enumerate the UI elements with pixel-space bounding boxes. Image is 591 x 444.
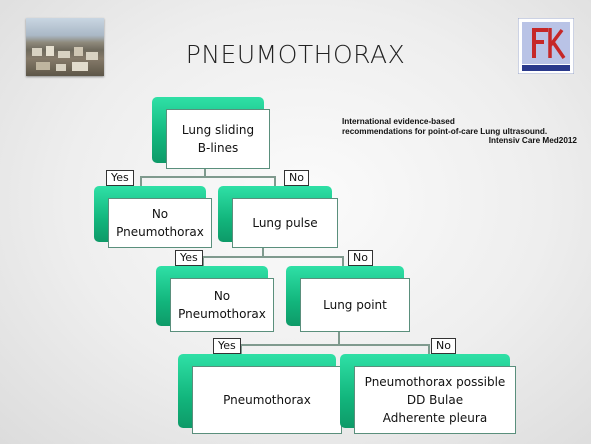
node-pneumothorax-possible-line-2: DD Bulae <box>406 393 464 407</box>
label-yes-3: Yes <box>213 338 241 354</box>
connector-level3-right <box>428 344 430 354</box>
node-pneumothorax-possible: Pneumothorax possible DD Bulae Adherente… <box>340 354 516 434</box>
label-no-2: No <box>348 250 373 266</box>
node-pneumothorax-line-1: Pneumothorax <box>223 393 311 407</box>
node-lung-sliding-line-2: B-lines <box>197 141 239 155</box>
label-no-1: No <box>284 170 309 186</box>
node-no-pneumothorax-1-line-2: Pneumothorax <box>116 225 204 239</box>
label-yes-1: Yes <box>106 170 134 186</box>
citation: International evidence-based recommendat… <box>342 117 587 146</box>
node-pneumothorax-possible-line-3: Adherente pleura <box>382 411 488 425</box>
node-lung-sliding: Lung sliding B-lines <box>152 97 270 169</box>
connector-level1-bar <box>140 176 276 178</box>
connector-level1-right <box>274 176 276 186</box>
connector-level3-bar <box>240 344 430 346</box>
node-lung-pulse-line-1: Lung pulse <box>252 216 318 230</box>
node-no-pneumothorax-2-line-2: Pneumothorax <box>178 307 266 321</box>
connector-level2-bar <box>202 256 344 258</box>
connector-level1-left <box>140 176 142 186</box>
node-no-pneumothorax-1-line-1: No <box>151 207 169 221</box>
connector-level3-left <box>240 344 242 354</box>
label-yes-2: Yes <box>175 250 203 266</box>
node-lung-point-line-1: Lung point <box>323 298 387 312</box>
citation-line-1: International evidence-based <box>342 117 455 126</box>
landscape-photo <box>26 18 104 76</box>
connector-level2-right <box>342 256 344 266</box>
citation-line-3: Intensiv Care Med2012 <box>488 136 577 145</box>
slide-title: PNEUMOTHORAX <box>185 40 406 69</box>
node-pneumothorax-possible-line-1: Pneumothorax possible <box>364 375 506 389</box>
node-no-pneumothorax-2-line-1: No <box>213 289 231 303</box>
fk-logo-icon <box>518 18 574 74</box>
node-no-pneumothorax-2: No Pneumothorax <box>156 266 274 332</box>
citation-line-2: recommendations for point-of-care Lung u… <box>342 126 548 136</box>
connector-lungpoint-stem <box>338 331 340 345</box>
node-lung-point: Lung point <box>286 266 410 332</box>
connector-root-stem <box>204 169 206 177</box>
label-no-3: No <box>431 338 456 354</box>
connector-level2-left <box>202 256 204 266</box>
node-lung-pulse: Lung pulse <box>218 186 338 248</box>
node-pneumothorax: Pneumothorax <box>178 354 342 434</box>
node-lung-sliding-line-1: Lung sliding <box>181 123 255 137</box>
node-no-pneumothorax-1: No Pneumothorax <box>94 186 212 248</box>
connector-lungpulse-stem <box>262 247 264 257</box>
